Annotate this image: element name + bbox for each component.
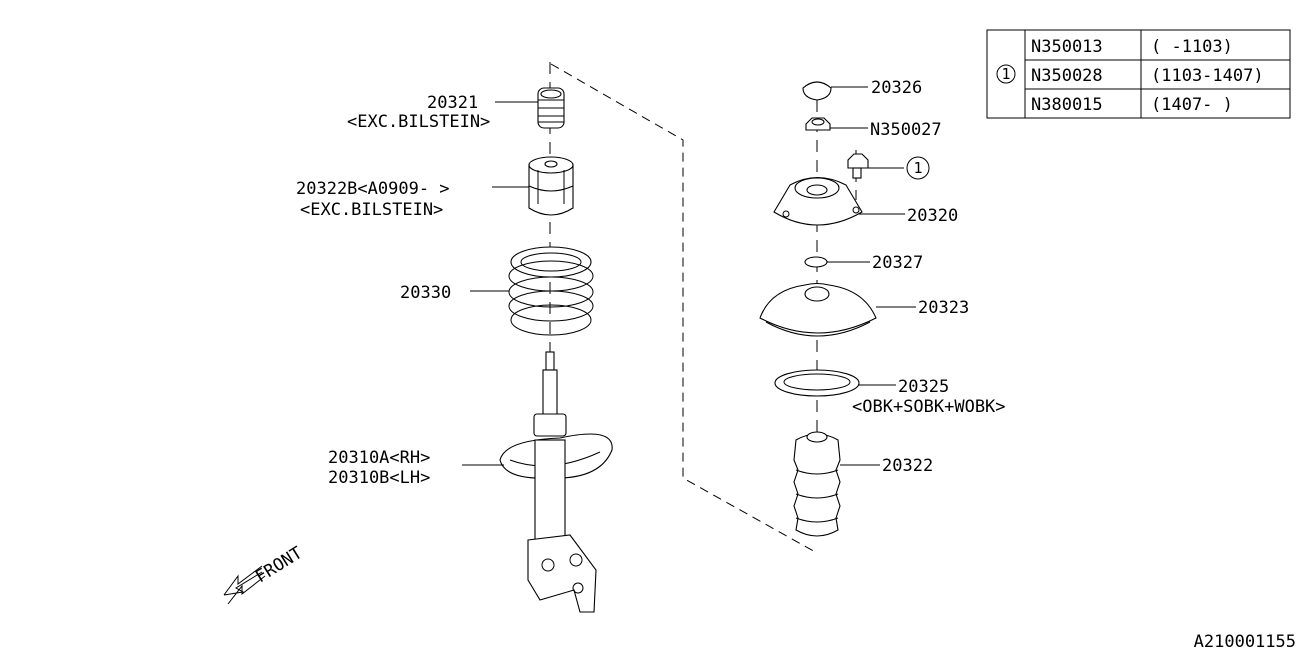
label-20325-note: <OBK+SOBK+WOBK> [852, 397, 1006, 417]
label-20323: 20323 [918, 298, 969, 318]
diagram-id: A210001155 [1194, 632, 1296, 652]
front-label: FRONT [252, 543, 306, 587]
front-arrow-icon [223, 565, 266, 605]
label-n350027: N350027 [870, 120, 942, 140]
table-part-3: N380015 [1031, 95, 1103, 115]
table-range-2: (1103-1407) [1151, 66, 1264, 86]
callout-number: 1 [913, 159, 922, 177]
washer-20327 [804, 256, 828, 268]
label-20322b-note: <EXC.BILSTEIN> [300, 200, 443, 220]
part-number-table: 1 N350013 ( -1103) N350028 (1103-1407) N… [986, 29, 1291, 119]
nut-n350027 [805, 117, 831, 131]
rubber-seat-20325 [774, 369, 860, 397]
table-callout-number: 1 [1001, 65, 1010, 83]
boot-20322 [793, 431, 841, 537]
label-20310b: 20310B<LH> [328, 468, 430, 488]
table-callout-circle [996, 64, 1016, 84]
label-20322b: 20322B<A0909- > [296, 179, 450, 199]
label-20330: 20330 [400, 283, 451, 303]
table-part-2: N350028 [1031, 66, 1103, 86]
label-20325: 20325 [898, 377, 949, 397]
dust-seal-20322b [528, 156, 574, 216]
label-20321-note: <EXC.BILSTEIN> [347, 112, 490, 132]
label-20320: 20320 [907, 206, 958, 226]
table-range-1: ( -1103) [1151, 37, 1233, 57]
table-range-3: (1407- ) [1151, 95, 1233, 115]
table-part-1: N350013 [1031, 37, 1103, 57]
coil-spring-20330 [508, 246, 594, 336]
strut-mount-20320 [773, 176, 863, 226]
bump-stopper-20321 [537, 87, 565, 129]
label-20322: 20322 [882, 456, 933, 476]
strut-shock-absorber-20310 [499, 351, 613, 613]
label-20310a: 20310A<RH> [328, 448, 430, 468]
bolt-callout-1-part [847, 153, 869, 179]
cap-20326 [802, 81, 832, 101]
label-20327: 20327 [872, 253, 923, 273]
leader-lines [462, 86, 916, 466]
spring-seat-20323 [759, 282, 877, 337]
label-20321: 20321 [427, 93, 478, 113]
callout-circle [906, 156, 930, 180]
label-20326: 20326 [871, 78, 922, 98]
